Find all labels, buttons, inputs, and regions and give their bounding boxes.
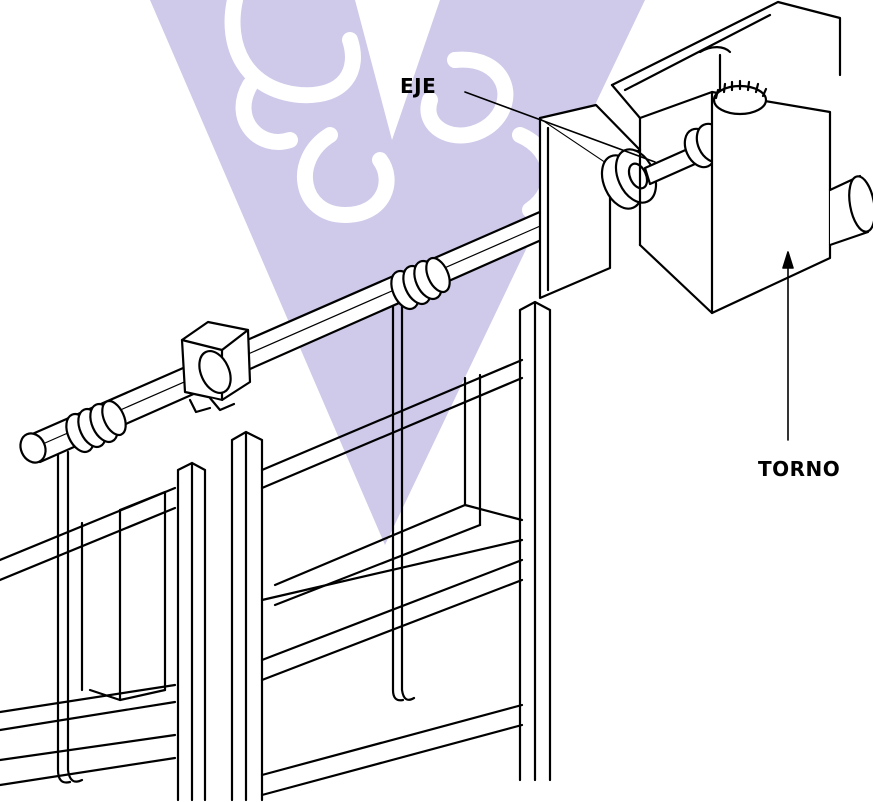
torno-arrowhead <box>782 251 794 269</box>
winch-bearing-rings <box>600 122 729 210</box>
winch-gear <box>712 79 768 116</box>
torno-label: TORNO <box>758 457 841 481</box>
eje-leader-line <box>464 91 656 163</box>
pillow-block-bearing <box>180 320 252 414</box>
winch-housing <box>610 0 842 315</box>
winch-output-shaft <box>828 174 873 247</box>
leader-lines <box>464 91 794 441</box>
eje-label: EJE <box>400 74 437 98</box>
collar-middle <box>390 256 451 311</box>
collar-left <box>65 399 127 454</box>
vertical-channels <box>176 300 552 802</box>
hanging-rods <box>56 294 416 784</box>
support-plate <box>538 103 642 300</box>
